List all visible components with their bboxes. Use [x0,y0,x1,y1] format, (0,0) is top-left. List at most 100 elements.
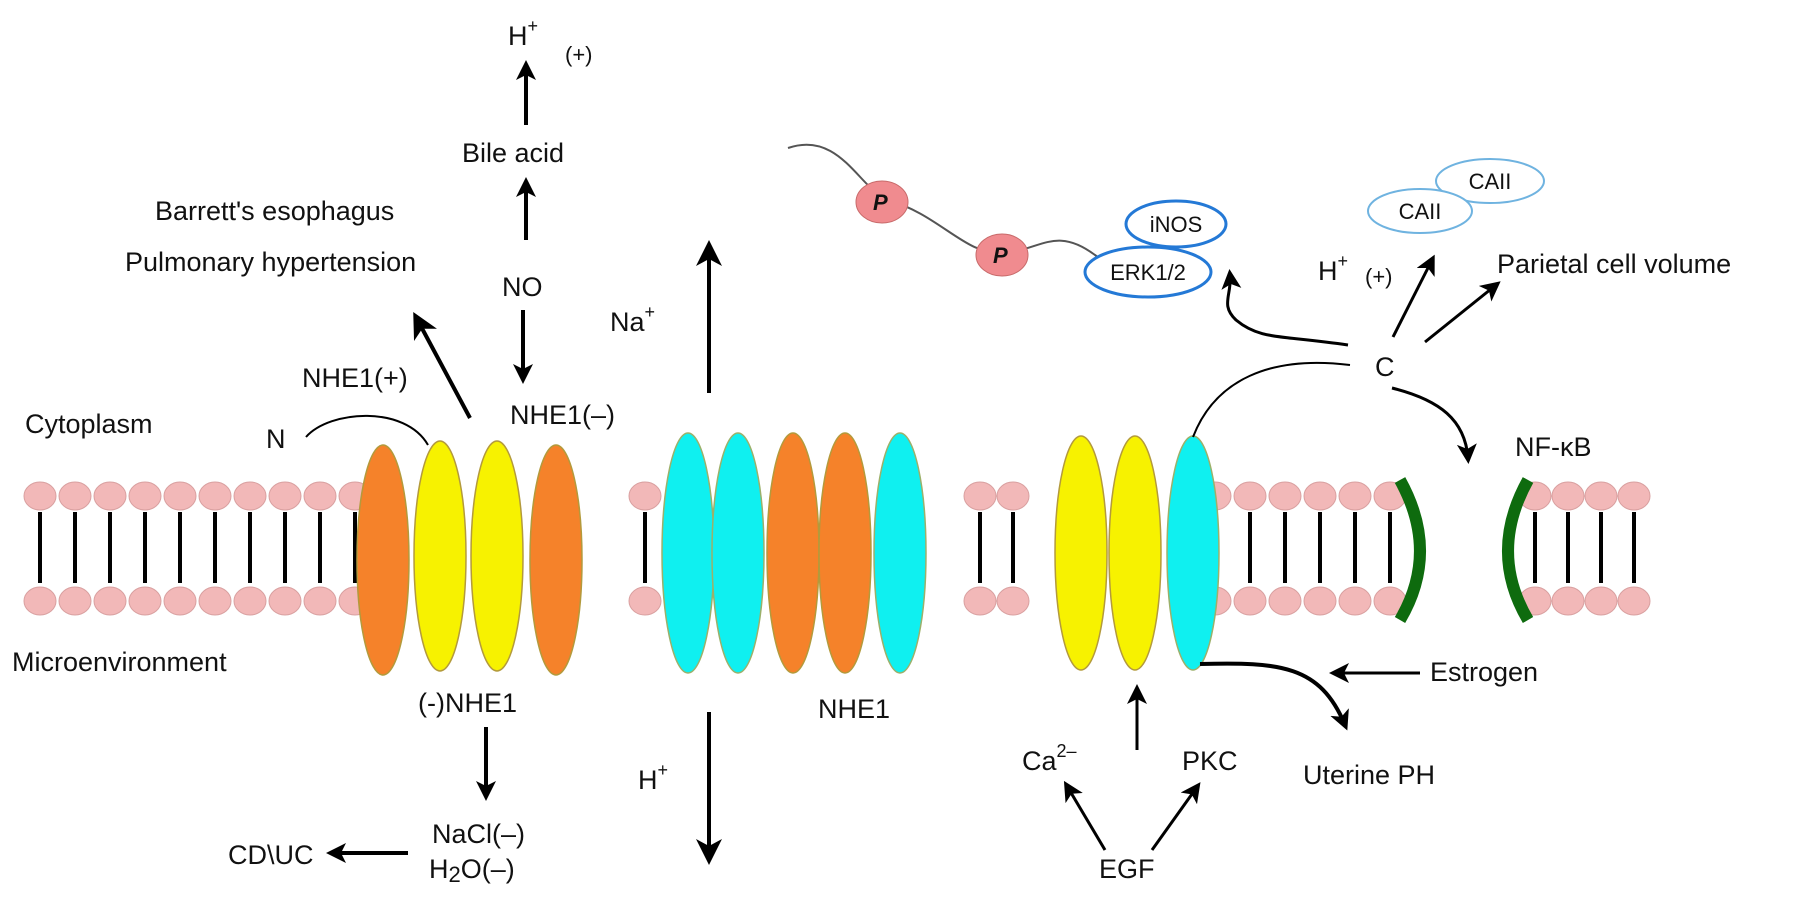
lipid-head [1338,586,1372,616]
n-terminus-label: N [266,424,286,454]
h-plus-left: H+ [508,16,538,51]
uterine-label: Uterine PH [1303,760,1435,790]
lipid-head [93,586,127,616]
lipid-head [963,481,997,511]
lipid-head [303,481,337,511]
n-terminus-tail [305,414,429,446]
arrow-nhe1-to-pulmonary [413,311,472,419]
caii-label-2: CAII [1399,199,1442,224]
phospho-site-1 [855,180,909,224]
helix-orange-2 [529,444,583,676]
c-terminus-label: C [1375,352,1395,382]
c-terminus-tail [1192,361,1351,438]
phospho-label-1: P [873,190,888,215]
caii-oval-2 [1367,188,1473,234]
h-plus-right: H+ [1318,251,1348,286]
lipid-head [628,481,662,511]
lipid-head [1617,481,1651,511]
lipid-head [128,481,162,511]
phospho-label-2: P [993,243,1008,268]
helix-orange-4 [818,432,872,674]
lipid-head [23,481,57,511]
helix-cyan-2 [711,432,765,674]
nfkb-label: NF-κB [1515,432,1592,462]
helix-yellow-2 [470,440,524,672]
nhe1-minus-label: NHE1(–) [510,400,615,430]
cd-uc-label: CD\UC [228,840,314,870]
helix-yellow-1 [413,440,467,672]
lipid-head [628,586,662,616]
nacl-label: NaCl(–) [432,819,525,849]
lipid-head [233,586,267,616]
lipid-head [1268,481,1302,511]
helix-cyan-3 [873,432,927,674]
lipid-head [128,586,162,616]
nfkb-channel-right [1502,477,1534,624]
bile-acid-label: Bile acid [462,138,564,168]
parietal-label: Parietal cell volume [1497,249,1731,279]
center-nhe1-protein [661,432,927,674]
lipid-head [1268,586,1302,616]
cell-membrane [23,481,1651,616]
phospho-site-2 [975,233,1029,277]
h-effect-left: (+) [565,42,593,67]
egf-label: EGF [1099,854,1155,884]
lipid-head [1338,481,1372,511]
lipid-head [58,586,92,616]
no-label: NO [502,272,543,302]
cytoplasm-label: Cytoplasm [25,409,153,439]
lipid-head [268,481,302,511]
helix-yellow-4 [1108,435,1162,671]
caii-label-1: CAII [1469,169,1512,194]
arrow-to-uterine [1199,661,1349,731]
pulmonary-label: Pulmonary hypertension [125,247,416,277]
inos-label: iNOS [1150,212,1203,237]
lipid-head [58,481,92,511]
lipid-head [996,586,1030,616]
lipid-head [303,586,337,616]
na-plus-label: Na+ [610,302,655,337]
lipid-head [198,586,232,616]
nhe1-center-label: NHE1 [818,694,890,724]
arrow-egf-to-ca [1063,780,1107,851]
h2o-label: H2O(–) [429,854,515,887]
lipid-head [996,481,1030,511]
arrow-egf-to-pkc [1150,782,1201,851]
arrow-c-to-nfkb [1391,386,1477,464]
lipid-head [1584,481,1618,511]
lipid-head [1584,586,1618,616]
lipid-head [1551,586,1585,616]
inos-oval [1124,199,1228,249]
nhe1-plus-label: NHE1(+) [302,363,408,393]
helix-orange-3 [766,432,820,674]
neg-nhe1-label: (-)NHE1 [418,688,517,718]
helix-orange-1 [356,444,410,676]
lipid-head [93,481,127,511]
helix-yellow-3 [1054,435,1108,671]
estrogen-label: Estrogen [1430,657,1538,687]
arrow-c-to-parietal [1424,281,1501,344]
lipid-head [1233,481,1267,511]
pkc-label: PKC [1182,746,1238,776]
lipid-head [1551,481,1585,511]
nfkb-channel-left [1394,477,1426,624]
lipid-head [1303,586,1337,616]
h-plus-center: H+ [638,760,668,795]
caii-oval-1 [1435,158,1545,204]
lipid-head [233,481,267,511]
lipid-head [163,481,197,511]
erk-label: ERK1/2 [1110,260,1186,285]
phosphorylation-chain [787,143,1116,273]
lipid-head [963,586,997,616]
erk-oval [1083,245,1213,299]
lipid-head [268,586,302,616]
lipid-head [1233,586,1267,616]
h-effect-right: (+) [1365,264,1393,289]
lipid-head [1303,481,1337,511]
ca-label: Ca2– [1022,741,1077,776]
lipid-head [198,481,232,511]
lipid-head [1617,586,1651,616]
helix-cyan-4 [1166,435,1220,671]
helix-cyan-1 [661,432,715,674]
